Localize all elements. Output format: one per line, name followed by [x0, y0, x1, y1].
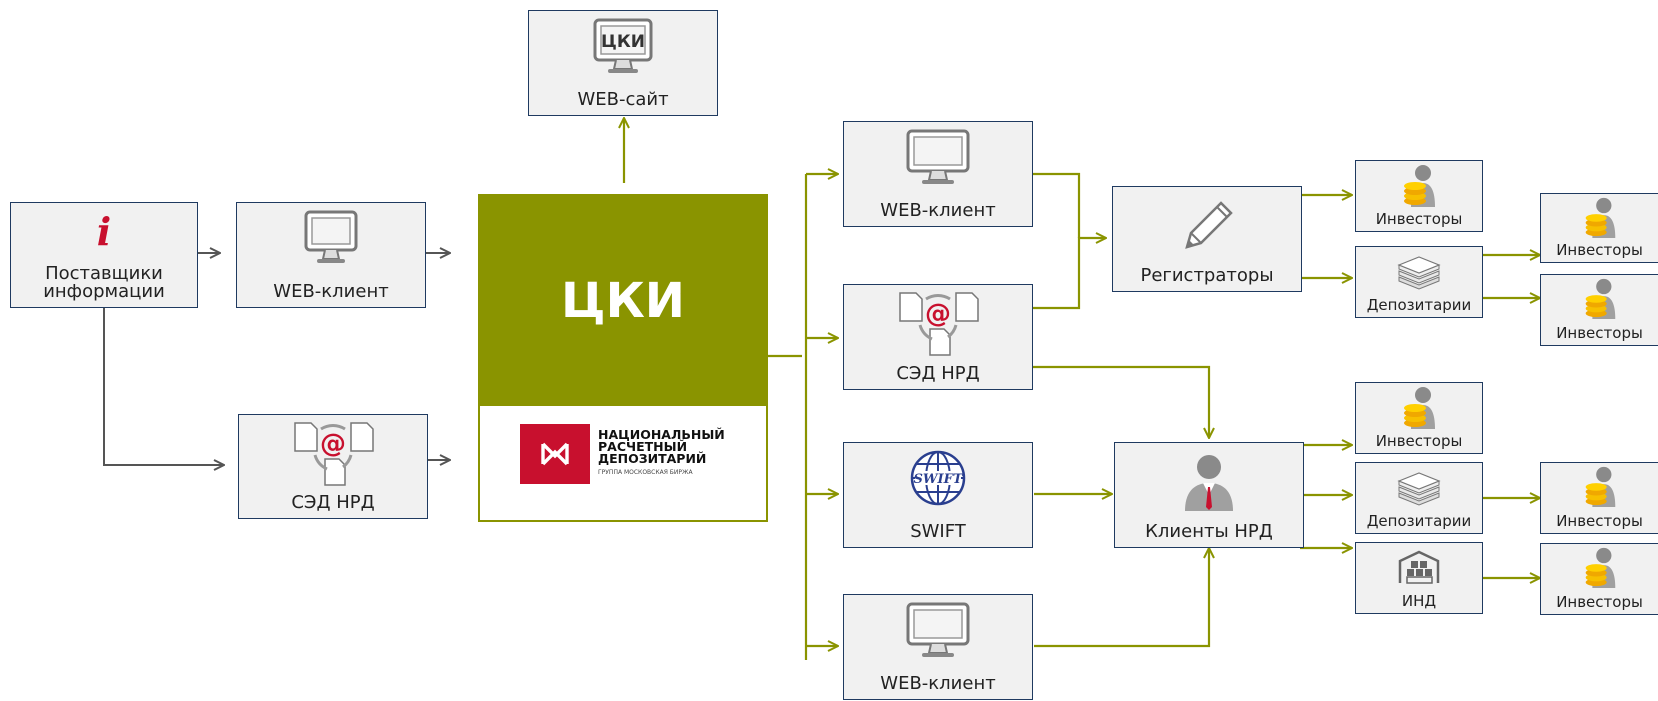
clients-nrd-label: Клиенты НРД — [1145, 521, 1273, 542]
clients-nrd-box[interactable]: Клиенты НРД — [1114, 442, 1304, 548]
arrow-to-registrars — [1030, 238, 1106, 310]
center-title: ЦКИ — [480, 196, 766, 406]
center-tski-block[interactable]: ЦКИ НАЦИОНАЛЬНЫЙ РАСЧЕТНЫЙ ДЕПОЗИТАРИЙ Г… — [478, 194, 768, 522]
investors-box-1[interactable]: Инвесторы — [1355, 160, 1483, 232]
investor-coins-icon — [1404, 387, 1435, 429]
web-site-box[interactable]: ЦКИ WEB-сайт — [528, 10, 718, 116]
web-site-label: WEB-сайт — [577, 89, 669, 110]
info-icon: i — [96, 209, 112, 254]
person-icon — [1185, 455, 1233, 511]
document-stack-icon — [1397, 472, 1441, 506]
investors-label-1: Инвесторы — [1375, 210, 1463, 228]
sed-nrd-mid-label: СЭД НРД — [896, 363, 980, 384]
investors-label-r1: Инвесторы — [1556, 241, 1643, 259]
web-client-top-label: WEB-клиент — [880, 200, 996, 221]
nrd-logo-mark — [520, 424, 590, 484]
investor-coins-icon — [1585, 547, 1615, 588]
nrd-logo: НАЦИОНАЛЬНЫЙ РАСЧЕТНЫЙ ДЕПОЗИТАРИЙ ГРУПП… — [520, 424, 725, 484]
investors-label-r4: Инвесторы — [1556, 593, 1643, 611]
svg-text:@: @ — [320, 429, 346, 459]
investors-box-r2[interactable]: Инвесторы — [1540, 274, 1658, 346]
sed-nrd-mid-box[interactable]: @ СЭД НРД — [843, 284, 1033, 390]
svg-text:@: @ — [925, 299, 951, 329]
investor-coins-icon — [1585, 197, 1615, 238]
sed-nrd-left-box[interactable]: @ СЭД НРД — [238, 414, 428, 519]
moex-logo-icon — [541, 442, 569, 466]
investors-box-2[interactable]: Инвесторы — [1355, 382, 1483, 454]
swift-icon-text: SWIFT — [914, 472, 964, 487]
depositaries-box-1[interactable]: Депозитарии — [1355, 246, 1483, 318]
logo-sub: ГРУППА МОСКОВСКАЯ БИРЖА — [598, 469, 693, 476]
depositaries-label-1: Депозитарии — [1366, 296, 1472, 314]
investor-coins-icon — [1404, 165, 1435, 207]
web-client-top-box[interactable]: WEB-клиент — [843, 121, 1033, 227]
investors-box-r3[interactable]: Инвесторы — [1540, 462, 1658, 534]
logo-line3: ДЕПОЗИТАРИЙ — [598, 451, 707, 466]
monitor-icon: ЦКИ — [593, 18, 653, 73]
arrow-sed-to-clients — [1030, 365, 1209, 438]
ind-label: ИНД — [1401, 592, 1437, 610]
web-site-icon-text: ЦКИ — [601, 32, 645, 52]
arrow-web-to-clients — [1034, 548, 1209, 648]
pencil-icon — [1185, 201, 1233, 249]
sed-nrd-left-label: СЭД НРД — [291, 492, 375, 513]
ind-box[interactable]: ИНД — [1355, 542, 1483, 614]
investors-box-r1[interactable]: Инвесторы — [1540, 193, 1658, 263]
document-stack-icon — [1397, 256, 1441, 290]
monitor-icon — [304, 210, 358, 263]
web-client-bottom-box[interactable]: WEB-клиент — [843, 594, 1033, 700]
logo-line2: РАСЧЕТНЫЙ — [598, 439, 688, 454]
registrars-label: Регистраторы — [1140, 265, 1274, 286]
registrars-box[interactable]: Регистраторы — [1112, 186, 1302, 292]
investor-coins-icon — [1585, 278, 1615, 319]
depositaries-box-2[interactable]: Депозитарии — [1355, 462, 1483, 534]
swift-box[interactable]: SWIFT SWIFT — [843, 442, 1033, 548]
web-client-left-label: WEB-клиент — [273, 281, 389, 302]
monitor-icon — [906, 602, 970, 657]
info-providers-box[interactable]: i Поставщики информации — [10, 202, 198, 308]
warehouse-icon — [1398, 550, 1440, 584]
swift-globe-icon: SWIFT — [910, 450, 966, 506]
web-client-left-box[interactable]: WEB-клиент — [236, 202, 426, 308]
web-client-bottom-label: WEB-клиент — [880, 673, 996, 694]
monitor-icon — [906, 129, 970, 184]
info-providers-label: Поставщики информации — [43, 263, 165, 302]
email-documents-icon: @ — [294, 422, 374, 486]
logo-line1: НАЦИОНАЛЬНЫЙ — [598, 427, 725, 442]
email-documents-icon: @ — [899, 292, 979, 356]
investors-label-r2: Инвесторы — [1556, 324, 1643, 342]
investor-coins-icon — [1585, 466, 1615, 507]
swift-label: SWIFT — [910, 521, 966, 542]
depositaries-label-2: Депозитарии — [1366, 512, 1472, 530]
investors-box-r4[interactable]: Инвесторы — [1540, 543, 1658, 615]
arrow-info-to-sed — [103, 292, 224, 465]
investors-label-r3: Инвесторы — [1556, 512, 1643, 530]
investors-label-2: Инвесторы — [1375, 432, 1463, 450]
